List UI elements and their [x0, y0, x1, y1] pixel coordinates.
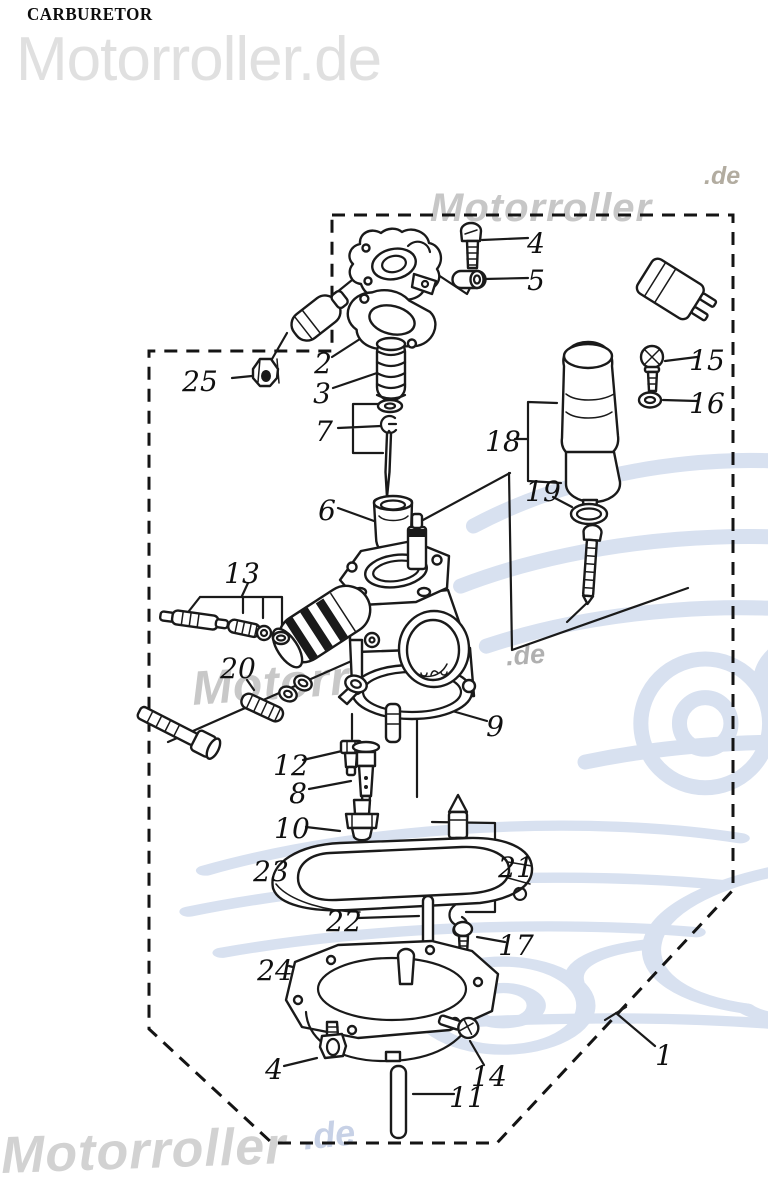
part-label-19: 19 — [525, 475, 561, 508]
part-20-screw-set — [136, 674, 368, 760]
part-12-pilot-jet — [339, 739, 363, 777]
part-label-23: 23 — [252, 855, 289, 888]
part-5-nut — [451, 269, 487, 290]
part-19-o-ring — [569, 502, 609, 526]
part-24-float-bowl — [284, 939, 500, 1063]
part-label-13: 13 — [224, 557, 260, 590]
part-top-cap-assembly — [348, 227, 443, 302]
part-label-10: 10 — [274, 812, 310, 845]
part-23-float — [271, 836, 534, 937]
part-label-21: 21 — [497, 851, 534, 884]
part-label-12: 12 — [273, 749, 309, 782]
part-3-spring — [375, 336, 407, 402]
part-18-electric-choke — [560, 257, 718, 606]
page-title: CARBURETOR — [27, 4, 153, 25]
part-label-14: 14 — [471, 1060, 507, 1093]
part-carburetor-body — [271, 512, 477, 744]
part-label-9: 9 — [486, 710, 504, 743]
part-11-drain-tube — [389, 1064, 408, 1140]
part-4-bottom-screw — [318, 1020, 348, 1060]
part-label-20: 20 — [219, 652, 256, 685]
part-15-bolt — [639, 344, 665, 393]
part-7-needle-set — [376, 398, 404, 499]
watermark-motorroller-top: Motorroller.de — [16, 25, 382, 94]
part-label-8: 8 — [289, 777, 307, 810]
part-label-1: 1 — [655, 1039, 673, 1072]
part-label-22: 22 — [325, 905, 362, 938]
part-14-screw — [437, 1014, 480, 1040]
part-2-gasket — [346, 289, 437, 351]
part-label-3: 3 — [313, 377, 331, 410]
part-10-main-jet — [344, 798, 380, 842]
part-label-24: 24 — [256, 954, 293, 987]
part-label-16: 16 — [689, 387, 725, 420]
part-label-15: 15 — [689, 344, 725, 377]
part-cable-end — [290, 289, 349, 342]
part-6-throttle-slide — [372, 494, 414, 557]
part-label-18: 18 — [485, 425, 521, 458]
part-label-25: 25 — [181, 365, 218, 398]
part-4-top-screw — [459, 221, 483, 270]
part-16-washer — [637, 391, 663, 409]
part-25-nut — [251, 357, 280, 388]
part-13-jet-set — [158, 609, 291, 646]
part-label-5: 5 — [527, 264, 545, 297]
part-label-2: 2 — [313, 347, 332, 380]
part-label-4: 4 — [264, 1053, 283, 1086]
part-label-17: 17 — [498, 929, 534, 962]
boundary-dashed-outline — [147, 213, 735, 1145]
part-label-7: 7 — [315, 415, 333, 448]
part-label-4: 4 — [526, 227, 545, 260]
part-label-6: 6 — [318, 494, 336, 527]
watermark-de-top-right: .de — [704, 162, 741, 190]
part-label-11: 11 — [449, 1081, 485, 1114]
